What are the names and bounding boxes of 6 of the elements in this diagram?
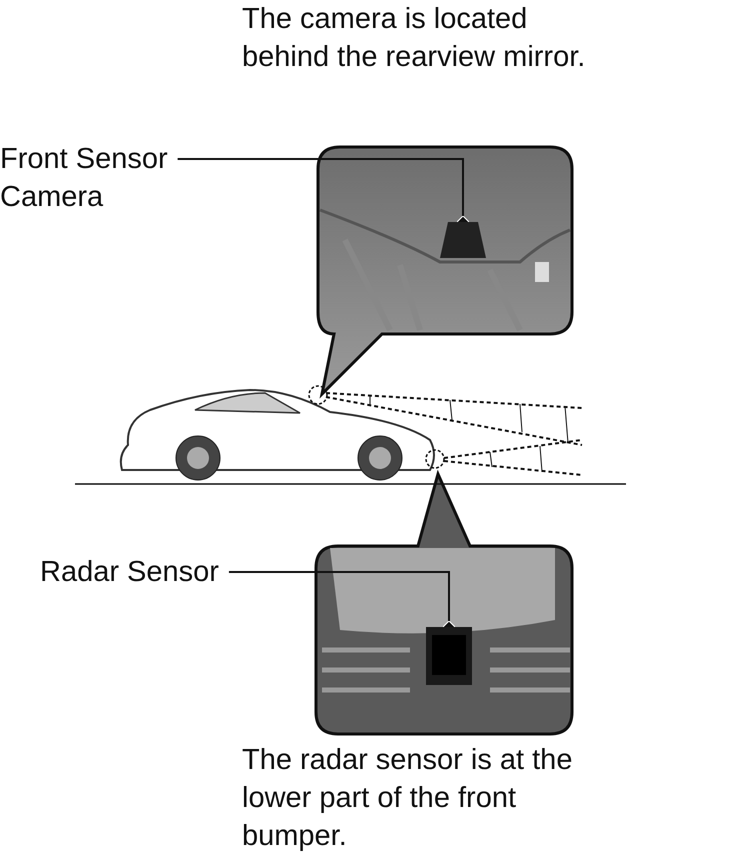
caption-text: The radar sensor is at the lower part of the front bumper. bbox=[242, 743, 574, 854]
radar-sensor-drawing bbox=[426, 627, 472, 685]
caption-text: The camera is located behind the rearview mirror. bbox=[242, 2, 586, 75]
camera-drawing bbox=[440, 222, 486, 258]
part-label: Front Sensor Camera bbox=[0, 140, 205, 216]
part-label: Radar Sensor bbox=[40, 553, 255, 591]
